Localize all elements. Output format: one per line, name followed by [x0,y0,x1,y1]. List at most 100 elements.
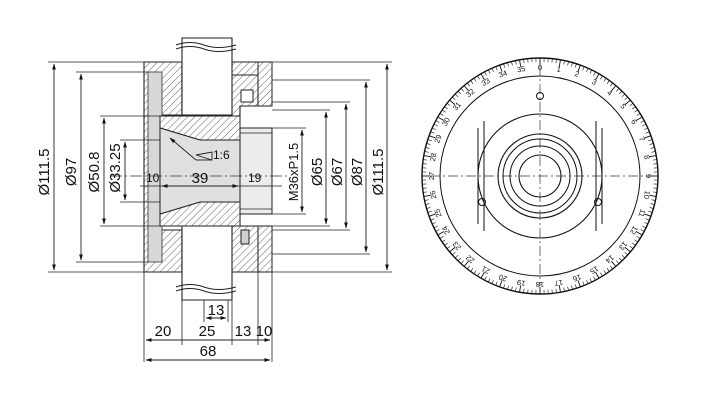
dial-scale-label: 1 [556,64,562,74]
dial-tick [637,236,640,238]
dim-left-d50: Ø50.8 [86,152,103,193]
dial-tick [630,103,633,105]
section-view: Ø111.5 Ø97 Ø50.8 Ø33.25 M36xP1.5 Ø65 Ø67 [36,38,392,362]
dial-tick [440,236,443,238]
dial-scale-label: 32 [464,87,476,99]
dim-bottom-20: 20 [155,323,172,340]
dial-view: 0123456789101112131415161718192021222324… [422,58,658,294]
dial-tick [564,288,565,292]
dim-inner-39: 39 [192,170,209,187]
dial-tick [607,268,609,271]
dial-tick [644,222,648,224]
dial-tick [434,124,438,126]
dim-overall-68: 68 [200,343,217,360]
dial-scale-label: 4 [605,88,614,98]
dial-tick [594,277,596,281]
dial-tick [635,110,638,112]
dial-tick [447,103,450,105]
dial-tick [504,64,505,68]
dim-inner-19: 19 [248,171,262,185]
taper-ratio: 1:6 [213,148,230,162]
dial-tick [431,219,435,220]
dial-tick [619,91,622,94]
dial-tick [440,113,443,115]
dial-tick [452,252,455,255]
dial-tick [428,211,432,212]
dial-scale-label: 8 [642,154,652,160]
dial-tick [485,277,487,281]
dial-tick [442,240,445,242]
dial-scale-label: 13 [617,240,629,252]
dial-tick [467,266,469,269]
dial-tick [652,151,656,152]
dial-tick [428,140,432,141]
dial-tick [571,63,572,67]
dial-tick [607,81,609,84]
dial-tick [515,61,516,65]
dial-tick [467,83,469,86]
dial-tick [583,282,584,286]
dim-right-d67: Ø67 [329,158,346,186]
dial-tick [474,271,476,274]
dial-tick [485,72,487,76]
dial-tick [594,72,596,76]
dim-right-d87: Ø87 [349,158,366,186]
dial-scale-label: 24 [440,224,452,236]
dial-tick [648,211,652,212]
dial-tick [632,107,635,109]
right-diameter-dims: M36xP1.5 Ø65 Ø67 Ø87 Ø111.5 [272,62,392,272]
dial-tick [504,284,505,288]
dial-scale-label: 12 [628,224,640,236]
dial-scale-label: 28 [428,152,438,162]
dim-inner-10: 10 [146,171,160,185]
dial-tick [564,61,565,65]
dial-tick [646,219,650,220]
dial-tick [455,255,458,258]
dial-tick [445,243,448,245]
dial-tick [610,266,612,269]
dial-tick [427,143,431,144]
dial-tick [604,271,606,274]
dial-tick [492,280,494,284]
dial-tick [575,284,576,288]
dial-tick [515,288,516,292]
dim-left-d97: Ø97 [63,158,80,186]
dim-left-d111: Ø111.5 [36,149,53,196]
dial-scale-label: 30 [440,116,452,128]
dial-tick [641,121,645,123]
dial-scale-label: 16 [572,272,583,283]
dial-scale-label: 20 [497,272,508,283]
left-diameter-dims: Ø111.5 Ø97 Ø50.8 Ø33.25 [36,62,160,272]
dial-tick [650,143,654,144]
dial-tick [637,113,640,115]
dial-tick [616,88,619,91]
top-13-dim: 13 [204,300,228,322]
dial-tick [630,246,633,248]
dial-tick [507,63,508,67]
dial-scale-label: 6 [629,118,639,126]
dial-tick [648,140,652,141]
dial-tick [434,226,438,228]
dial-tick [496,282,497,286]
dial-tick [455,94,458,97]
dial-scale-label: 10 [642,190,652,200]
dial-scale-label: 7 [637,135,647,142]
dial-tick [586,68,588,72]
dial-tick [471,81,473,84]
dial-tick [488,278,490,282]
dial-scale-label: 17 [554,278,564,288]
dial-tick [471,268,473,271]
section-body [110,38,290,300]
dial-tick [458,258,461,261]
dim-top-13: 13 [208,302,225,319]
dial-tick [436,121,440,123]
dial-tick [635,240,638,242]
dial-tick [644,128,648,130]
dial-tick [488,70,490,74]
dial-tick [477,273,479,276]
dial-tick [650,207,654,208]
dim-thread: M36xP1.5 [286,143,301,202]
dial-scale-label: 3 [590,77,598,87]
dial-tick [642,124,646,126]
